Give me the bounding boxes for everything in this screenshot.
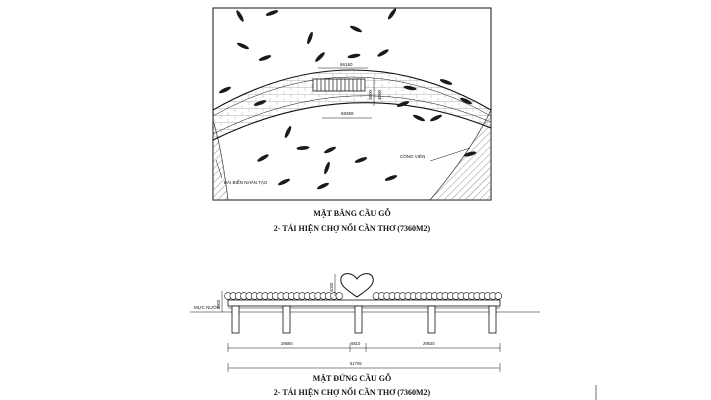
inner-dim-label: 68359	[341, 111, 354, 116]
boat-icon	[278, 178, 290, 186]
boat-icon	[413, 114, 425, 122]
vertical-dim-label-b: 4000	[377, 89, 382, 100]
boat-icon	[403, 85, 417, 91]
boat-icon	[354, 157, 368, 163]
plan-title-line1: MẶT BẰNG CẦU GỖ	[313, 208, 390, 218]
boats-group	[219, 8, 477, 190]
plan-view: 66160 68359 3800 4000 CÔNG VIÊN BÃI BIỂN…	[212, 7, 492, 201]
pier-post	[488, 305, 497, 334]
central-stage	[312, 78, 366, 92]
total-length-label: 61705	[350, 361, 362, 366]
bridge-deck	[213, 70, 491, 140]
railing-coil	[335, 292, 343, 300]
heart-dim-label: 4000	[329, 282, 334, 292]
boat-icon	[387, 8, 397, 20]
span-mid-label: 5810	[351, 341, 361, 346]
pier-post	[354, 305, 363, 334]
railing-group	[224, 292, 502, 300]
heart-arch	[340, 273, 374, 298]
piers-group	[231, 305, 497, 334]
boat-icon	[317, 182, 329, 190]
boat-icon	[219, 86, 231, 94]
boat-icon	[253, 100, 267, 106]
beach-leader	[215, 159, 223, 179]
vertical-dim-label-a: 3800	[368, 89, 373, 100]
bridge-outer-edge	[213, 69, 491, 111]
boat-icon	[430, 114, 442, 122]
boat-icon	[463, 151, 477, 157]
boat-icon	[237, 42, 249, 50]
railing-coil	[494, 292, 502, 300]
boat-icon	[236, 10, 244, 22]
boat-icon	[324, 161, 330, 175]
elevation-title-line2: 2- TÁI HIỆN CHỢ NỔI CẦN THƠ (7360M2)	[274, 387, 431, 397]
span-left-label: 28660	[281, 341, 293, 346]
bridge-edge-line-2	[213, 76, 491, 117]
park-label: CÔNG VIÊN	[400, 152, 425, 159]
boat-icon	[396, 101, 410, 107]
park-leader	[429, 147, 471, 162]
boat-icon	[307, 31, 313, 45]
boat-icon	[460, 97, 472, 105]
bridge-deck-elevation	[227, 299, 501, 307]
top-dim-label: 66160	[340, 62, 353, 67]
bridge-edge-line-4	[213, 95, 491, 135]
elevation-title-line1: MẶT ĐỨNG CẦU GỖ	[313, 373, 391, 383]
plan-title-line2: 2- TÁI HIỆN CHỢ NỔI CẦN THƠ (7360M2)	[274, 223, 431, 233]
boat-icon	[377, 49, 389, 57]
boat-icon	[296, 146, 310, 150]
boat-icon	[265, 10, 279, 16]
boat-icon	[384, 175, 398, 181]
boat-icon	[439, 79, 453, 85]
height-dim-label: 3800	[216, 299, 221, 309]
pier-post	[282, 305, 291, 334]
boat-icon	[257, 154, 269, 162]
central-stage-slats	[316, 79, 362, 91]
boat-icon	[315, 52, 325, 62]
boat-icon	[324, 146, 336, 154]
boat-icon	[284, 126, 292, 138]
boat-icon	[347, 53, 361, 59]
span-right-label: 29520	[423, 341, 435, 346]
elevation-view: MỰC NƯỚC 3800 4000 28660 5810 29520 6170…	[190, 273, 540, 372]
boat-icon	[258, 55, 272, 61]
boat-icon	[350, 25, 362, 33]
pier-post	[231, 305, 240, 334]
pier-post	[427, 305, 436, 334]
bridge-inner-edge	[213, 102, 491, 141]
span-dimensions	[227, 343, 501, 372]
water-label: MỰC NƯỚC	[194, 304, 221, 310]
beach-label: BÃI BIỂN NHÂN TẠO	[224, 179, 268, 185]
